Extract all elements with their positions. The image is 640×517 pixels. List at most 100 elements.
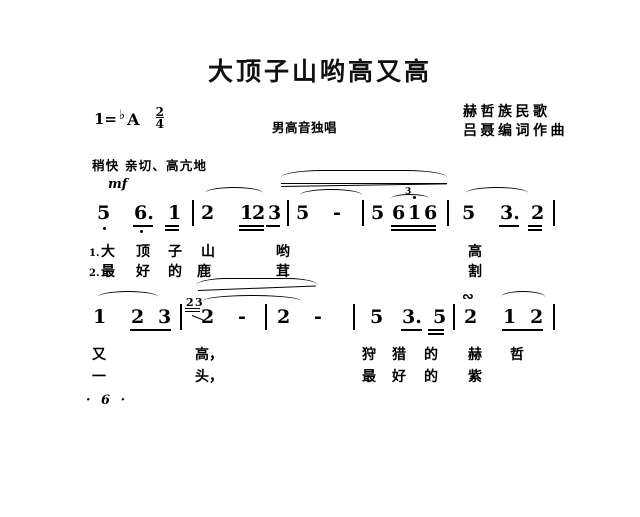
- note: 2: [530, 306, 544, 328]
- note: 2: [201, 306, 215, 328]
- note: 5: [296, 202, 310, 224]
- credit-line-1: 赫哲族民歌: [463, 104, 551, 120]
- sustain-dash: -: [314, 306, 322, 328]
- note: 3: [268, 202, 282, 224]
- lyric-syllable: 的: [424, 369, 438, 385]
- beam-line: [165, 225, 179, 227]
- lyric-syllable: 的: [424, 347, 438, 363]
- beam-line: [391, 225, 436, 227]
- beam-line: [499, 225, 519, 227]
- time-signature: 2 4: [155, 105, 164, 131]
- verse-number: 1.: [89, 248, 100, 259]
- beam-line: [428, 329, 444, 331]
- note: 2: [464, 306, 478, 328]
- note: 2: [201, 202, 215, 224]
- note: 6: [392, 202, 406, 224]
- credit-line-2: 吕聂编词作曲: [463, 123, 568, 139]
- barline: [180, 304, 182, 330]
- note: 6.: [134, 202, 154, 224]
- barline: [192, 200, 194, 226]
- grace-note: 3: [195, 296, 203, 309]
- barline: [362, 200, 364, 226]
- slur: [205, 187, 263, 199]
- flat-icon: ♭: [119, 107, 126, 123]
- sustain-dash: -: [238, 306, 246, 328]
- page-number: · 6 ·: [86, 393, 129, 408]
- barline: [353, 304, 355, 330]
- tempo-marking: 稍快 亲切、高亢地: [92, 158, 208, 173]
- octave-dot-below: [140, 230, 143, 233]
- beam-line: [502, 329, 543, 331]
- key-prefix: 1=: [94, 110, 118, 128]
- lyric-syllable: 茸: [276, 264, 290, 280]
- lyric-syllable: 紫: [468, 369, 482, 385]
- phrase-slur: [281, 170, 447, 185]
- note: 2: [277, 306, 291, 328]
- lyric-syllable: 一: [92, 369, 106, 385]
- note: 2: [131, 306, 145, 328]
- octave-dot-below: [103, 227, 106, 230]
- lyric-syllable: 又: [92, 347, 106, 363]
- slur: [98, 291, 158, 303]
- note: 3.: [500, 202, 520, 224]
- tuplet-number: 3: [405, 187, 412, 197]
- lyric-syllable: 好: [392, 369, 406, 385]
- lyric-syllable: 哲: [510, 347, 524, 363]
- beam-line: [133, 225, 153, 227]
- note: 5: [371, 202, 385, 224]
- grace-beam: [185, 311, 200, 313]
- barline: [447, 200, 449, 226]
- slur: [466, 187, 528, 199]
- barline: [287, 200, 289, 226]
- meter-numerator: 2: [155, 105, 164, 119]
- barline: [453, 304, 455, 330]
- note: 3: [158, 306, 172, 328]
- barline: [553, 200, 555, 226]
- note: 5: [370, 306, 384, 328]
- lyric-syllable: 狩: [362, 347, 376, 363]
- note: 1: [93, 306, 107, 328]
- beam-line: [130, 329, 171, 331]
- sustain-dash: -: [333, 202, 341, 224]
- grace-beam: [185, 308, 200, 310]
- beam-line: [266, 225, 280, 227]
- meter-denominator: 4: [155, 117, 164, 131]
- note: 5: [433, 306, 447, 328]
- key-signature: 1= ♭ A 2 4: [94, 105, 164, 131]
- beam-line: [239, 225, 264, 227]
- lyric-syllable: 赫: [468, 347, 482, 363]
- beam-line: [239, 229, 264, 231]
- note: 6: [424, 202, 438, 224]
- beam-line: [428, 333, 444, 335]
- beam-line: [401, 329, 422, 331]
- note: 1: [408, 202, 422, 224]
- slur: [203, 295, 301, 307]
- note: 1: [503, 306, 517, 328]
- lyric-syllable: 哟: [276, 244, 290, 260]
- grace-note: 2: [186, 296, 194, 309]
- lyric-syllable: 头，: [195, 369, 223, 385]
- lyric-syllable: 猎: [392, 347, 406, 363]
- lyric-syllable: 的: [168, 264, 182, 280]
- beam-line: [528, 225, 542, 227]
- dynamic-marking: mf: [108, 177, 128, 192]
- note: 1: [240, 202, 254, 224]
- beam-line: [528, 229, 542, 231]
- mordent-icon: ∾: [462, 289, 474, 305]
- barline: [553, 304, 555, 330]
- lyric-syllable: 割: [468, 264, 482, 280]
- lyric-syllable: 大: [101, 244, 115, 260]
- octave-dot-above: [413, 196, 416, 199]
- note: 2: [531, 202, 545, 224]
- key-letter: A: [127, 109, 140, 129]
- lyric-syllable: 鹿: [197, 264, 211, 280]
- beam-line: [165, 229, 179, 231]
- credits-block: 赫哲族民歌 吕聂编词作曲: [463, 103, 568, 141]
- note: 1: [168, 202, 182, 224]
- lyric-syllable: 顶: [136, 244, 150, 260]
- lyric-syllable: 最: [101, 264, 115, 280]
- lyric-syllable: 好: [136, 264, 150, 280]
- slur: [501, 291, 545, 303]
- lyric-syllable: 子: [168, 244, 182, 260]
